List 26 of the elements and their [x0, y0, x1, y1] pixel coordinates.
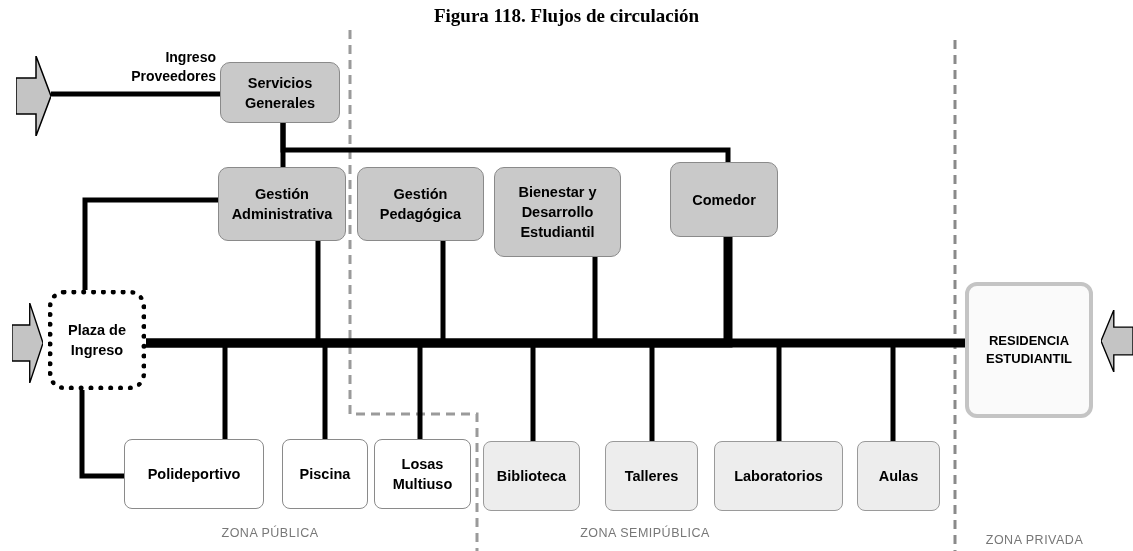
area-box: Gestión Administrativa	[218, 167, 346, 241]
area-box: Piscina	[282, 439, 368, 509]
block-arrow-icon	[1101, 310, 1133, 372]
area-box: Polideportivo	[124, 439, 264, 509]
area-box: Plaza de Ingreso	[48, 290, 146, 390]
area-box: Comedor	[670, 162, 778, 237]
area-box: Talleres	[605, 441, 698, 511]
connector-line	[82, 197, 218, 290]
area-box: Losas Multiuso	[374, 439, 471, 509]
block-arrow-icon	[12, 303, 43, 383]
zone-label: ZONA PRIVADA	[984, 532, 1085, 549]
area-box: Aulas	[857, 441, 940, 511]
connector-line	[79, 390, 124, 479]
area-box: Bienestar y Desarrollo Estudiantil	[494, 167, 621, 257]
connector-line	[51, 91, 220, 97]
connector-line	[280, 123, 731, 162]
figure-title: Figura 118. Flujos de circulación	[432, 4, 701, 28]
area-box: RESIDENCIA ESTUDIANTIL	[965, 282, 1093, 418]
area-box: Gestión Pedagógica	[357, 167, 484, 241]
connector-line	[146, 237, 733, 348]
block-arrow-icon	[16, 56, 51, 136]
area-box: Servicios Generales	[220, 62, 340, 123]
area-box: Biblioteca	[483, 441, 580, 511]
area-box: Laboratorios	[714, 441, 843, 511]
zone-label: ZONA PÚBLICA	[220, 524, 320, 542]
zone-label: ZONA SEMIPÚBLICA	[579, 524, 711, 542]
